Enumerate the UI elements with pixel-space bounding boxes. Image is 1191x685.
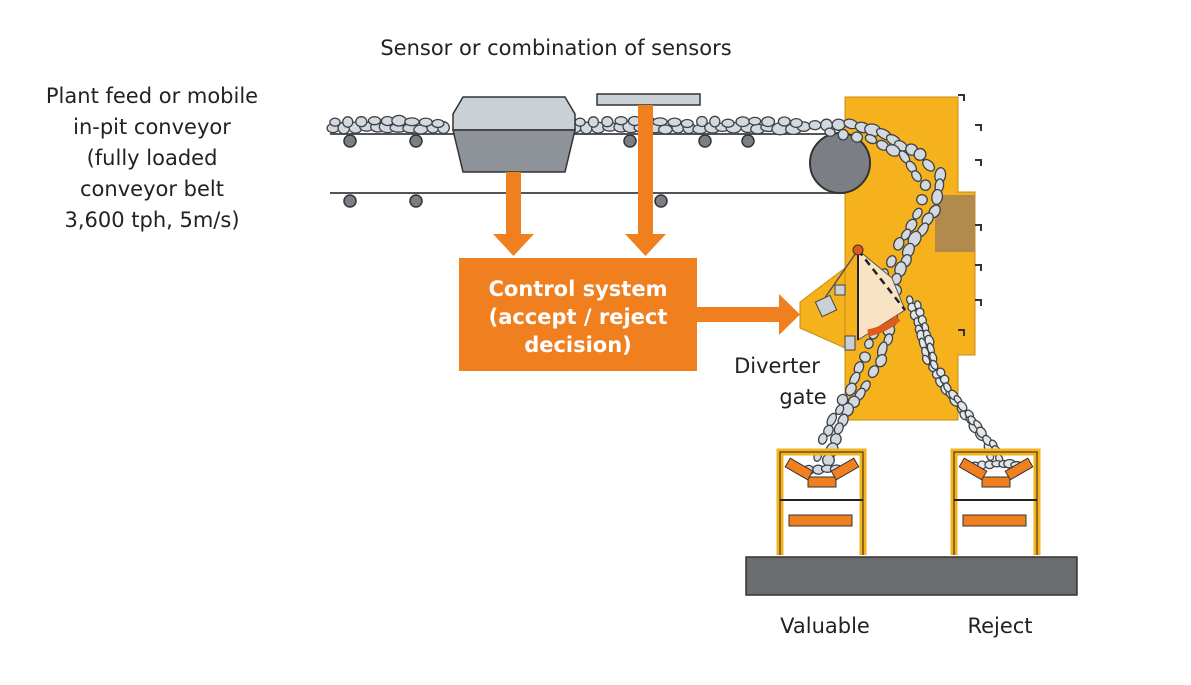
ore-rock bbox=[574, 117, 586, 127]
ore-rock bbox=[835, 404, 845, 416]
diverter-line-1: Diverter bbox=[734, 354, 820, 378]
air-jet-nozzle bbox=[814, 294, 838, 318]
ore-rock bbox=[601, 116, 614, 128]
ore-rock bbox=[817, 432, 828, 445]
ground-base bbox=[745, 556, 1078, 596]
ore-rock bbox=[808, 120, 822, 131]
feed-line-2: in-pit conveyor bbox=[73, 115, 231, 139]
ore-rock bbox=[789, 117, 803, 129]
ore-rock bbox=[886, 255, 897, 268]
ore-rock bbox=[864, 133, 878, 145]
sensor-bar bbox=[596, 93, 701, 106]
feed-line-5: 3,600 tph, 5m/s) bbox=[64, 208, 239, 232]
ore-rock bbox=[837, 128, 849, 141]
diverter-line-2: gate bbox=[779, 385, 826, 409]
control-line-2: (accept / reject bbox=[489, 305, 668, 329]
ore-rock bbox=[893, 236, 905, 251]
head-pulley bbox=[809, 132, 871, 194]
feed-line-1: Plant feed or mobile bbox=[46, 84, 258, 108]
sensor-box bbox=[452, 96, 576, 173]
ore-rock bbox=[709, 115, 721, 128]
conveyor bbox=[326, 114, 871, 208]
ore-rock bbox=[777, 116, 791, 127]
idler-rollers bbox=[343, 134, 755, 208]
ore-rock bbox=[875, 353, 888, 368]
ore-rock bbox=[912, 207, 923, 220]
gate-hinge bbox=[844, 335, 856, 351]
ore-rock bbox=[836, 393, 849, 406]
control-line-3: decision) bbox=[524, 333, 632, 357]
feed-line-3: (fully loaded bbox=[87, 146, 218, 170]
ore-rock bbox=[404, 117, 420, 127]
sensor-arrows bbox=[493, 105, 666, 256]
reject-label: Reject bbox=[967, 614, 1032, 638]
control-to-gate-arrow bbox=[697, 294, 800, 335]
ore-rock bbox=[922, 158, 936, 172]
ore-rock bbox=[850, 131, 864, 143]
ore-rock bbox=[824, 127, 836, 137]
ore-rock bbox=[342, 116, 354, 128]
arrow-sensor-bar-head bbox=[625, 234, 666, 256]
reject-conveyor bbox=[950, 448, 1041, 555]
ore-rock bbox=[867, 365, 880, 379]
ore-rock bbox=[735, 116, 750, 128]
ore-rock bbox=[431, 118, 445, 129]
sensor-title: Sensor or combination of sensors bbox=[380, 36, 731, 60]
ore-rock bbox=[931, 188, 944, 206]
ore-rock bbox=[652, 117, 668, 127]
valuable-conveyor bbox=[776, 448, 867, 555]
ore-rock bbox=[587, 116, 600, 128]
ore-rock bbox=[831, 118, 846, 131]
ore-rock bbox=[761, 116, 776, 128]
ore-rock bbox=[680, 118, 694, 129]
ore-rock bbox=[929, 359, 939, 371]
ore-rock bbox=[859, 351, 872, 363]
ore-rock bbox=[696, 115, 708, 128]
gate-flap bbox=[867, 315, 901, 337]
arrow-sensor-box-shaft bbox=[506, 172, 521, 234]
diverter-gate bbox=[814, 244, 906, 351]
feed-description: Plant feed or mobile in-pit conveyor (fu… bbox=[46, 84, 258, 232]
ore-rock bbox=[329, 117, 341, 127]
ore-rock bbox=[916, 194, 928, 206]
ore-rock bbox=[418, 117, 433, 127]
actuator bbox=[834, 284, 846, 296]
ore-rock bbox=[748, 116, 762, 126]
valuable-label: Valuable bbox=[780, 614, 870, 638]
control-line-1: Control system bbox=[489, 277, 668, 301]
arrow-sensor-bar-shaft bbox=[638, 105, 653, 234]
ore-rock bbox=[355, 116, 368, 128]
ore-rock bbox=[911, 170, 922, 183]
ore-rock bbox=[657, 124, 673, 135]
ore-rock bbox=[667, 117, 682, 127]
ore-rock bbox=[919, 179, 932, 192]
ore-rock bbox=[367, 116, 382, 126]
ore-rock bbox=[921, 354, 931, 366]
arrow-sensor-box-head bbox=[493, 234, 534, 256]
ore-rock bbox=[864, 338, 874, 350]
ore-rock bbox=[614, 116, 628, 126]
ore-rock bbox=[391, 114, 407, 127]
tower-ribs bbox=[958, 94, 982, 336]
control-system-box: Control system (accept / reject decision… bbox=[459, 258, 697, 371]
feed-line-4: conveyor belt bbox=[80, 177, 224, 201]
ore-rock bbox=[844, 382, 857, 397]
ore-rock bbox=[913, 147, 927, 161]
ore-stream bbox=[794, 118, 1024, 476]
ore-rock bbox=[721, 118, 735, 128]
tower-wall-panel bbox=[935, 195, 975, 252]
